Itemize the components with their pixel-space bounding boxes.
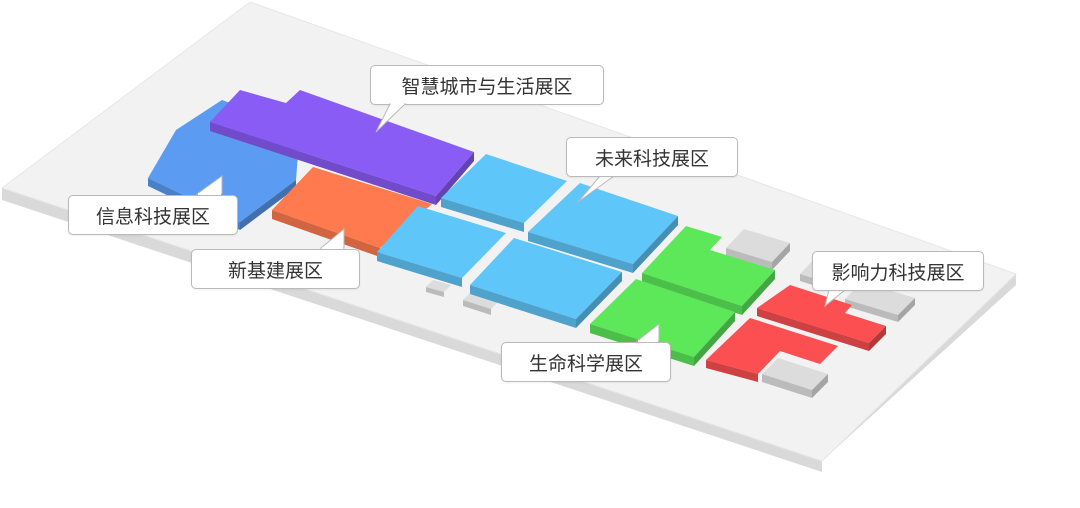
service-blocks bbox=[426, 229, 915, 398]
zone-smart-city-block[interactable] bbox=[210, 90, 474, 205]
zone-future-tech-block[interactable] bbox=[528, 183, 678, 273]
service-block bbox=[762, 358, 828, 398]
zone-influence-tech-block[interactable] bbox=[706, 318, 838, 382]
zone-label-new-infra[interactable]: 新基建展区 bbox=[191, 249, 360, 289]
zone-influence-tech-block[interactable] bbox=[757, 285, 886, 351]
service-block bbox=[463, 291, 500, 315]
zone-label-info-tech[interactable]: 信息科技展区 bbox=[68, 195, 238, 235]
zone-label-life-science[interactable]: 生命科学展区 bbox=[501, 342, 671, 382]
zone-label-future-tech[interactable]: 未来科技展区 bbox=[566, 137, 738, 177]
zone-life-science-block[interactable] bbox=[642, 226, 775, 315]
service-block bbox=[426, 280, 451, 297]
zone-future-tech-block[interactable] bbox=[377, 206, 506, 287]
zone-future-tech-block[interactable] bbox=[441, 154, 567, 232]
zone-label-smart-city[interactable]: 智慧城市与生活展区 bbox=[370, 65, 604, 105]
service-block bbox=[726, 229, 790, 270]
zone-label-influence-tech[interactable]: 影响力科技展区 bbox=[812, 251, 984, 291]
zone-future-tech-block[interactable] bbox=[470, 238, 622, 328]
